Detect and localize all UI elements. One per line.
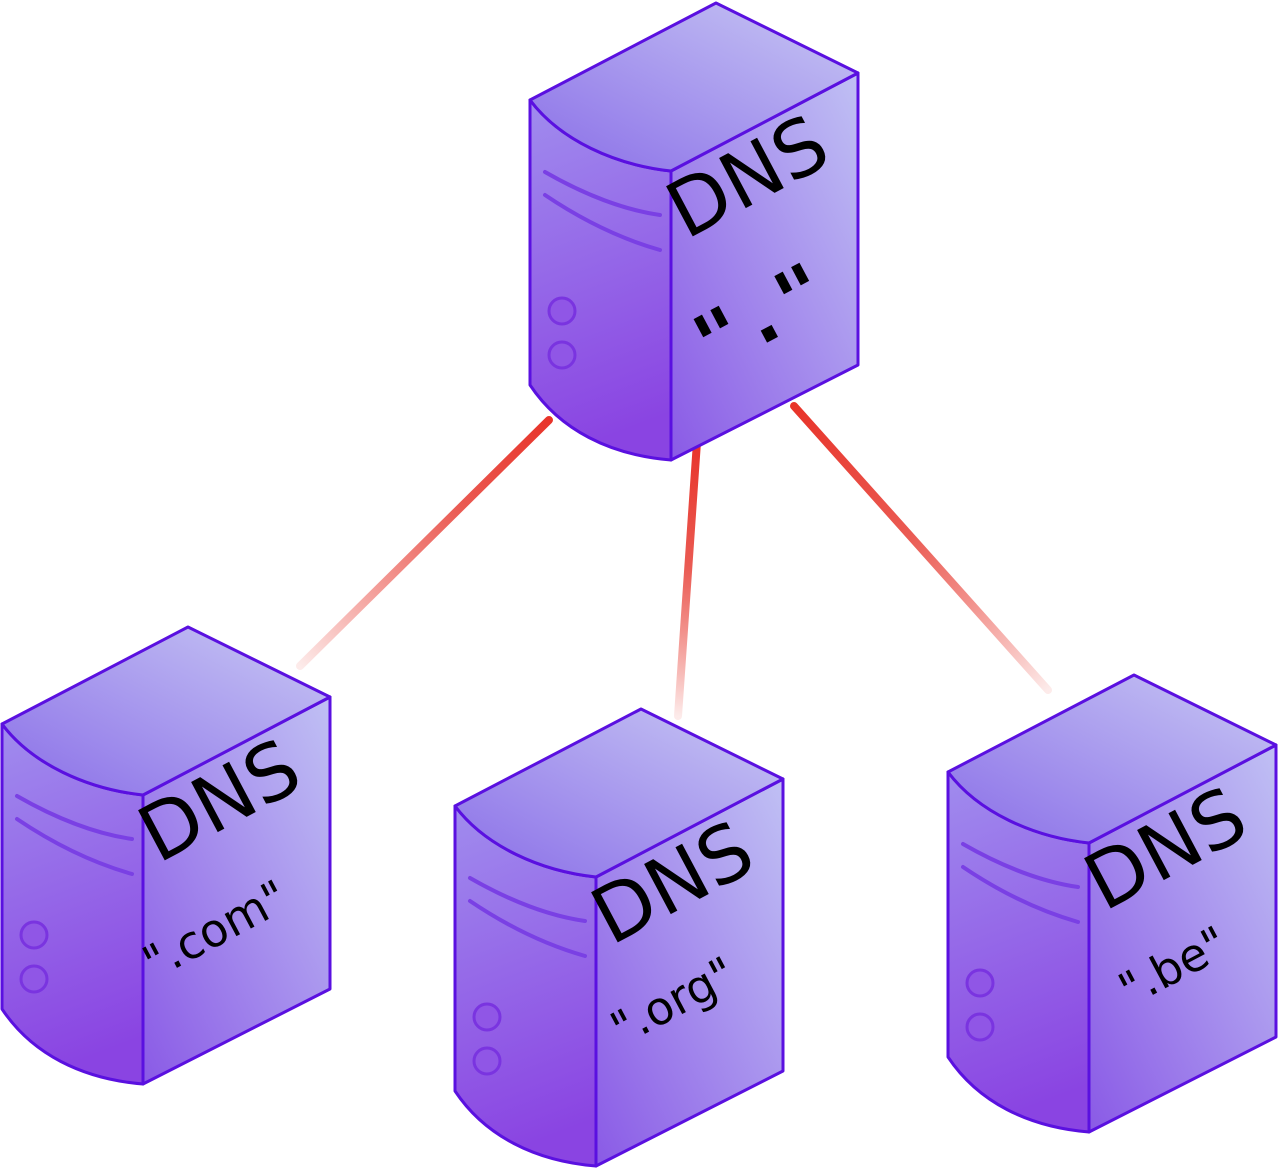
link-root-org <box>674 438 701 720</box>
server-root: DNS "." <box>528 1 860 462</box>
connection-links <box>296 402 1052 720</box>
server-be: DNS ".be" <box>946 673 1278 1134</box>
link-root-be <box>790 402 1052 694</box>
server-com: DNS ".com" <box>0 625 332 1086</box>
server-org: DNS ".org" <box>453 707 785 1168</box>
link-root-com <box>296 416 553 670</box>
